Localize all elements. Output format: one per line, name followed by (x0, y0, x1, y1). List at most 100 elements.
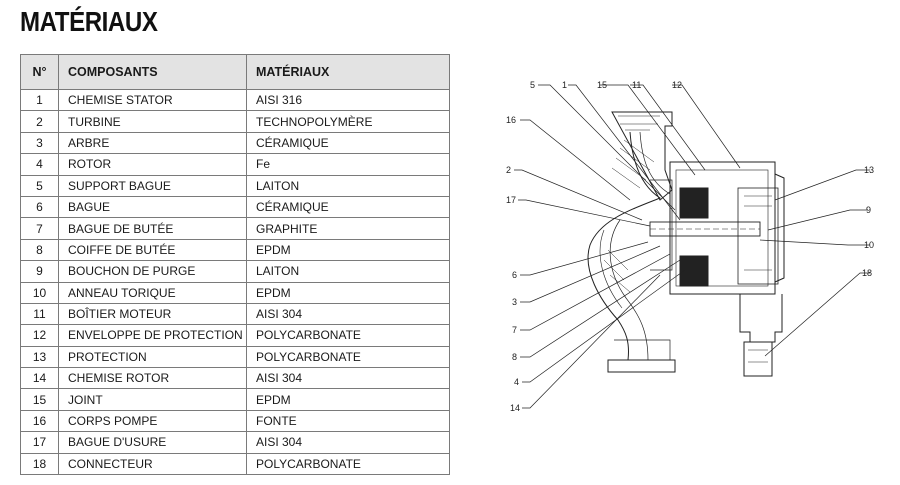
row-material: LAITON (246, 260, 450, 283)
callout-1: 1 (562, 80, 567, 90)
row-number: 17 (20, 431, 59, 454)
row-component: ARBRE (58, 131, 247, 155)
row-number: 18 (20, 452, 59, 476)
pump-body-top-flange (611, 111, 673, 201)
row-number: 7 (20, 217, 59, 240)
callout-5: 5 (530, 80, 535, 90)
row-component: BOÎTIER MOTEUR (58, 302, 247, 326)
connector-plug (743, 341, 773, 377)
row-material: GRAPHITE (246, 217, 450, 240)
row-number: 8 (20, 238, 59, 262)
callout-18: 18 (862, 268, 872, 278)
row-material: LAITON (246, 174, 450, 197)
row-number: 6 (20, 195, 59, 219)
row-number: 14 (20, 367, 59, 390)
row-component: BAGUE DE BUTÉE (58, 217, 247, 240)
row-number: 5 (20, 174, 59, 197)
row-component: BAGUE (58, 195, 247, 219)
row-component: CONNECTEUR (58, 452, 247, 476)
row-material: EPDM (246, 281, 450, 304)
row-material: AISI 304 (246, 367, 450, 390)
page-title: MATÉRIAUX (20, 6, 158, 37)
row-number: 16 (20, 409, 59, 433)
callout-9: 9 (866, 205, 871, 215)
callout-6: 6 (512, 270, 517, 280)
row-number: 3 (20, 131, 59, 155)
pump-body-bottom-flange (607, 359, 676, 373)
row-component: CHEMISE ROTOR (58, 367, 247, 390)
callout-4: 4 (514, 377, 519, 387)
stator-winding-top (679, 187, 709, 219)
row-component: ROTOR (58, 153, 247, 176)
callout-8: 8 (512, 352, 517, 362)
row-material: POLYCARBONATE (246, 452, 450, 476)
callout-10: 10 (864, 240, 874, 250)
row-component: PROTECTION (58, 345, 247, 369)
row-component: ENVELOPPE DE PROTECTION (58, 324, 247, 347)
row-component: CORPS POMPE (58, 409, 247, 433)
row-component: TURBINE (58, 110, 247, 133)
row-material: AISI 304 (246, 302, 450, 326)
row-material: EPDM (246, 388, 450, 411)
callout-16: 16 (506, 115, 516, 125)
end-cap (774, 173, 785, 283)
row-number: 13 (20, 345, 59, 369)
row-material: Fe (246, 153, 450, 176)
row-number: 11 (20, 302, 59, 326)
callout-12: 12 (672, 80, 682, 90)
callout-labels: 5 1 15 11 12 16 2 17 13 9 10 6 3 7 8 4 1… (506, 80, 874, 413)
row-number: 2 (20, 110, 59, 133)
callout-11: 11 (632, 80, 641, 90)
row-component: JOINT (58, 388, 247, 411)
row-number: 12 (20, 324, 59, 347)
row-number: 10 (20, 281, 59, 304)
callout-14: 14 (510, 403, 520, 413)
callout-13: 13 (864, 165, 874, 175)
stator-winding-bottom (679, 255, 709, 287)
callout-3: 3 (512, 297, 517, 307)
row-component: BAGUE D'USURE (58, 431, 247, 454)
row-component: COIFFE DE BUTÉE (58, 238, 247, 262)
row-component: SUPPORT BAGUE (58, 174, 247, 197)
callout-7: 7 (512, 325, 517, 335)
connector-housing (739, 294, 783, 343)
row-material: CÉRAMIQUE (246, 131, 450, 155)
row-number: 15 (20, 388, 59, 411)
control-box (737, 187, 779, 285)
row-material: FONTE (246, 409, 450, 433)
row-material: CÉRAMIQUE (246, 195, 450, 219)
row-component: CHEMISE STATOR (58, 88, 247, 112)
row-component: ANNEAU TORIQUE (58, 281, 247, 304)
callout-17: 17 (506, 195, 516, 205)
pump-body-volute (587, 131, 662, 361)
header-component: COMPOSANTS (58, 54, 247, 90)
row-number: 1 (20, 88, 59, 112)
row-component: BOUCHON DE PURGE (58, 260, 247, 283)
callout-leaders (514, 84, 870, 409)
row-material: POLYCARBONATE (246, 345, 450, 369)
row-number: 4 (20, 153, 59, 176)
row-material: AISI 316 (246, 88, 450, 112)
callout-2: 2 (506, 165, 511, 175)
table-header-row: N° COMPOSANTS MATÉRIAUX (20, 54, 450, 90)
